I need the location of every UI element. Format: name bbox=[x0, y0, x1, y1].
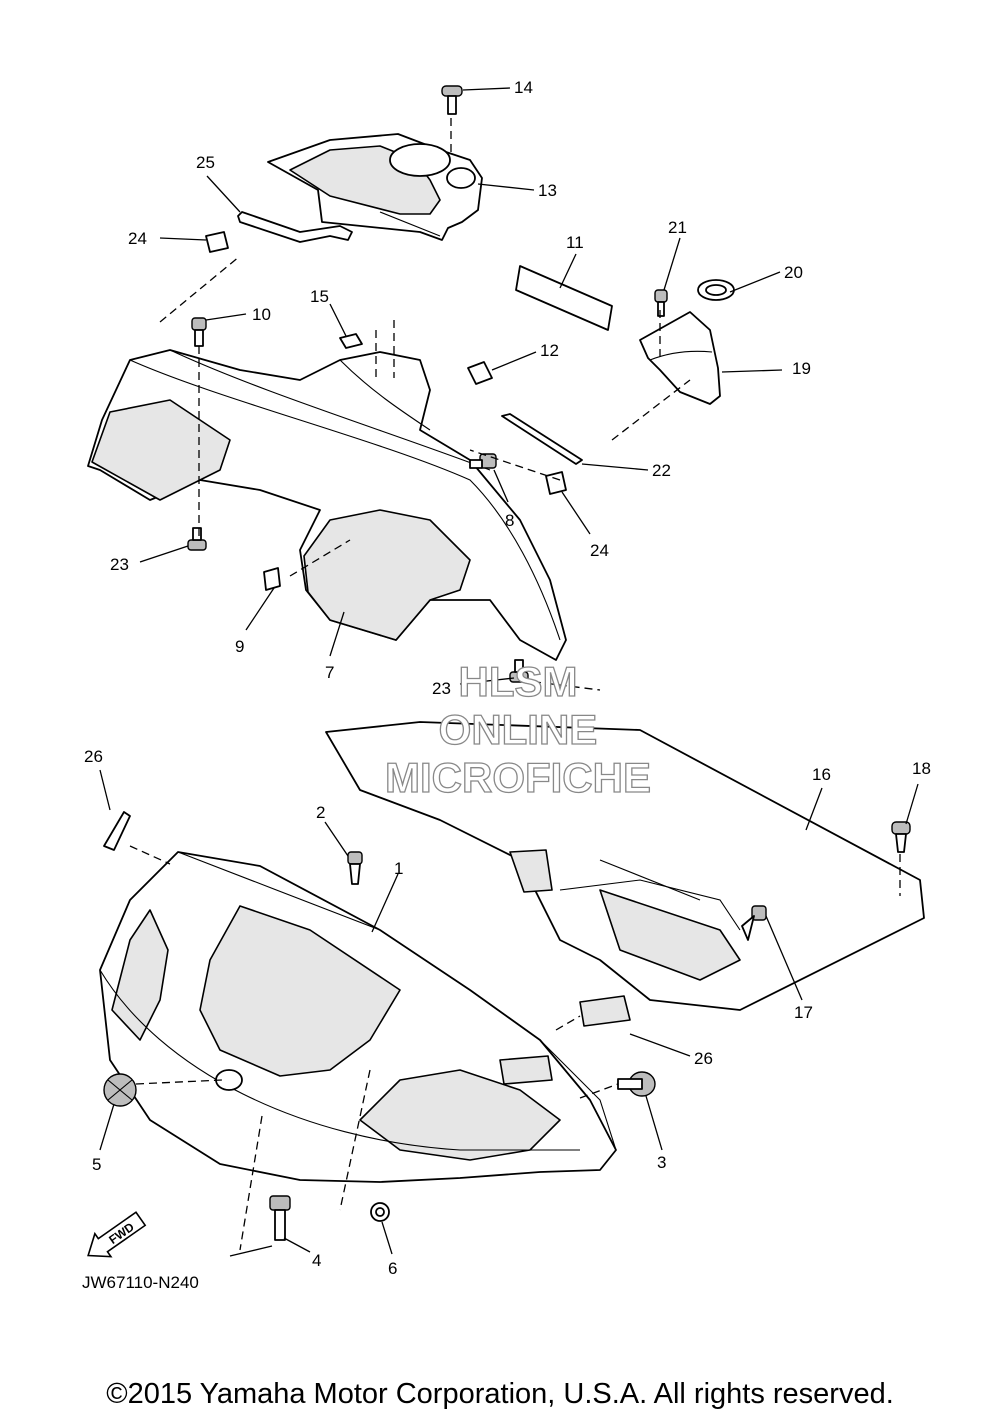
part-20-grommet[interactable] bbox=[697, 279, 735, 301]
part-1-lower-cover[interactable] bbox=[99, 851, 617, 1183]
fwd-arrow-icon: FWD bbox=[87, 1211, 147, 1258]
callout-5[interactable]: 5 bbox=[92, 1155, 101, 1174]
part-7-upper-cover[interactable] bbox=[87, 349, 567, 661]
part-11-label[interactable] bbox=[515, 265, 613, 331]
part-22-strip[interactable] bbox=[501, 413, 583, 465]
part-15-nut[interactable] bbox=[339, 333, 363, 349]
callout-18[interactable]: 18 bbox=[912, 759, 931, 778]
part-24-nut-lower[interactable] bbox=[545, 471, 567, 495]
part-8-bolt[interactable] bbox=[469, 453, 497, 469]
assembly-lines bbox=[129, 118, 901, 1251]
callout-23-upper[interactable]: 23 bbox=[110, 555, 129, 574]
callout-25[interactable]: 25 bbox=[196, 153, 215, 172]
callout-16[interactable]: 16 bbox=[812, 765, 831, 784]
watermark: HLSM ONLINE MICROFICHE bbox=[384, 657, 651, 801]
part-14-screw[interactable] bbox=[441, 85, 463, 115]
part-18-rivet[interactable] bbox=[891, 821, 911, 853]
callout-3[interactable]: 3 bbox=[657, 1153, 666, 1172]
callout-8[interactable]: 8 bbox=[505, 511, 514, 530]
callout-22[interactable]: 22 bbox=[652, 461, 671, 480]
callout-11[interactable]: 11 bbox=[566, 233, 584, 252]
copyright-notice: ©2015 Yamaha Motor Corporation, U.S.A. A… bbox=[106, 1378, 894, 1410]
part-25-strip[interactable] bbox=[237, 211, 353, 243]
part-10-rivet[interactable] bbox=[191, 317, 207, 347]
callout-13[interactable]: 13 bbox=[538, 181, 557, 200]
callout-20[interactable]: 20 bbox=[784, 263, 803, 282]
part-24-nut-upper[interactable] bbox=[205, 231, 229, 253]
callout-labels: 14 13 25 24 10 15 11 21 20 19 12 22 8 24… bbox=[84, 78, 931, 1278]
watermark-line-3: MICROFICHE bbox=[385, 754, 651, 801]
part-23-upper-bolt[interactable] bbox=[187, 527, 207, 551]
leader-lines bbox=[99, 87, 919, 1257]
callout-17[interactable]: 17 bbox=[794, 1003, 813, 1022]
callout-24-upper[interactable]: 24 bbox=[128, 229, 147, 248]
callout-14[interactable]: 14 bbox=[514, 78, 533, 97]
part-13-storage-tray[interactable] bbox=[267, 133, 483, 241]
callout-4[interactable]: 4 bbox=[312, 1251, 321, 1270]
part-5-emblem[interactable] bbox=[103, 1073, 137, 1107]
part-26-clip-upper[interactable] bbox=[103, 811, 131, 851]
part-3-rivet[interactable] bbox=[617, 1071, 656, 1097]
callout-7[interactable]: 7 bbox=[325, 663, 334, 682]
part-9-nut[interactable] bbox=[263, 567, 281, 591]
part-12-clip[interactable] bbox=[467, 361, 493, 385]
callout-1[interactable]: 1 bbox=[394, 859, 403, 878]
diagram-code: JW67110-N240 bbox=[82, 1273, 199, 1292]
part-17-rivet[interactable] bbox=[741, 905, 767, 941]
callout-15[interactable]: 15 bbox=[310, 287, 329, 306]
watermark-line-1: HLSM bbox=[459, 658, 578, 705]
part-4-bolt[interactable] bbox=[269, 1195, 291, 1241]
callout-10[interactable]: 10 bbox=[252, 305, 271, 324]
part-2-rivet[interactable] bbox=[347, 851, 363, 885]
part-6-washer[interactable] bbox=[370, 1202, 390, 1222]
callout-23-lower[interactable]: 23 bbox=[432, 679, 451, 698]
callout-2[interactable]: 2 bbox=[316, 803, 325, 822]
callout-24-lower[interactable]: 24 bbox=[590, 541, 609, 560]
callout-9[interactable]: 9 bbox=[235, 637, 244, 656]
watermark-line-2: ONLINE bbox=[439, 706, 598, 753]
callout-21[interactable]: 21 bbox=[668, 218, 687, 237]
part-19-cover[interactable] bbox=[639, 311, 721, 405]
callout-6[interactable]: 6 bbox=[388, 1259, 397, 1278]
callout-19[interactable]: 19 bbox=[792, 359, 811, 378]
part-16-plate[interactable] bbox=[325, 721, 925, 1011]
callout-12[interactable]: 12 bbox=[540, 341, 559, 360]
part-23-lower-bolt[interactable] bbox=[509, 659, 529, 683]
callout-26-upper[interactable]: 26 bbox=[84, 747, 103, 766]
part-21-rivet[interactable] bbox=[654, 289, 668, 317]
part-26-cap-lower[interactable] bbox=[579, 995, 631, 1027]
callout-26-lower[interactable]: 26 bbox=[694, 1049, 713, 1068]
